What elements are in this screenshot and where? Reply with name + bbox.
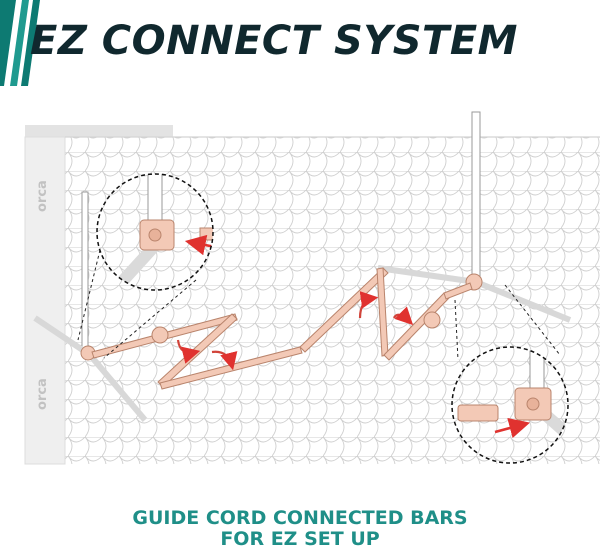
zoom-callout-bottom-right (451, 346, 569, 464)
orca-logo-bottom: orca (35, 378, 50, 410)
right-pole (377, 111, 572, 323)
curved-arrow-icon (176, 291, 414, 371)
connected-bars (91, 267, 473, 390)
cord-connector-icon (151, 326, 169, 344)
zoom-callout-top-left (96, 173, 214, 291)
caption: GUIDE CORD CONNECTED BARS FOR EZ SET UP (0, 508, 600, 550)
orca-logo-top: orca (35, 180, 50, 212)
left-pole (33, 191, 148, 422)
push-arrow-icon (184, 234, 213, 256)
svg-text:orca: orca (35, 378, 50, 410)
callout-lines (77, 249, 561, 361)
caption-line-2: FOR EZ SET UP (220, 528, 380, 550)
page-title: EZ CONNECT SYSTEM (30, 18, 518, 64)
caption-line-1: GUIDE CORD CONNECTED BARS (132, 507, 468, 529)
svg-text:orca: orca (35, 180, 50, 212)
accent-stripes (0, 0, 40, 86)
